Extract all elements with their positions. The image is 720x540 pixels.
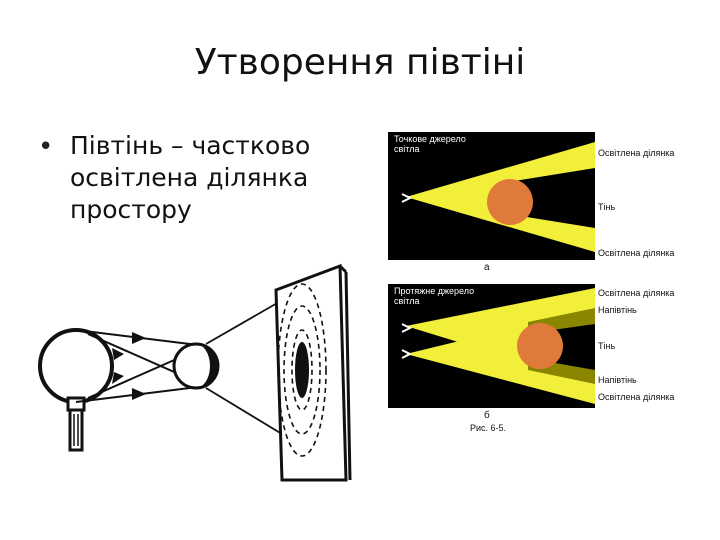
panel-a-label-shadow: Тінь bbox=[598, 202, 616, 212]
panel-extended-source: Протяжне джерело світла bbox=[388, 284, 595, 408]
slide-title: Утворення півтіні bbox=[194, 42, 526, 83]
panel-a-label-lit-top: Освітлена ділянка bbox=[598, 148, 675, 158]
panel-b-label-4: Напівтінь bbox=[598, 375, 637, 385]
ray-arrows bbox=[112, 332, 146, 400]
panel-a-sublabel: а bbox=[484, 262, 490, 273]
bullet-text: Півтінь – частково освітлена ділянка про… bbox=[70, 131, 311, 224]
panel-b-label-2: Напівтінь bbox=[598, 305, 637, 315]
panel-b-label-3: Тінь bbox=[598, 341, 616, 351]
point-source-label: Точкове джерело світла bbox=[394, 134, 466, 154]
bullet-marker: • bbox=[38, 132, 54, 162]
lamp-shadow-illustration bbox=[38, 263, 352, 482]
lamp-stand bbox=[68, 408, 84, 452]
panel-point-source: Точкове джерело світла bbox=[388, 132, 595, 260]
shadow-figure: Точкове джерело світла Освітлена ділянка… bbox=[388, 132, 698, 437]
panel-a-label-lit-bottom: Освітлена ділянка bbox=[598, 248, 675, 258]
shadow-spot bbox=[295, 342, 309, 398]
panel-b-label-1: Освітлена ділянка bbox=[598, 288, 675, 298]
panel-b-sublabel: б bbox=[484, 410, 490, 421]
shadow-rings bbox=[277, 283, 327, 457]
figure-caption: Рис. 6-5. bbox=[470, 423, 507, 433]
screen bbox=[274, 263, 348, 482]
lamp-socket bbox=[66, 396, 86, 412]
panel-b-label-5: Освітлена ділянка bbox=[598, 392, 675, 402]
extended-source-label: Протяжне джерело світла bbox=[394, 286, 475, 306]
